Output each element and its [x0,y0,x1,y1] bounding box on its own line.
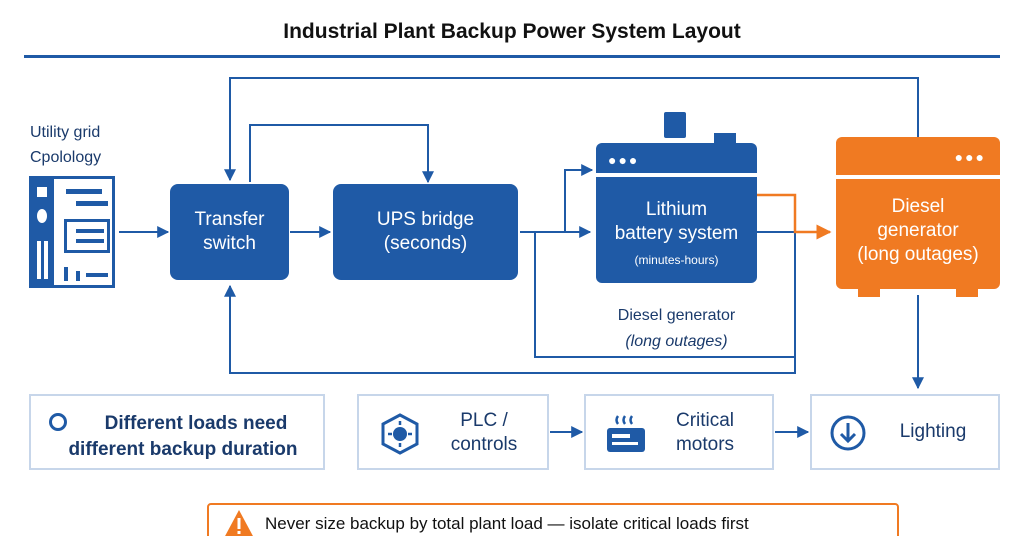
circle-bullet-icon [49,413,67,431]
generator-stripe [836,175,1000,179]
generator-lid [836,137,1000,173]
plc-line2: controls [450,434,518,455]
motors-line2: motors [675,434,735,455]
note-line1: Different loads need [104,413,288,434]
grid-label-line1: Utility grid [30,124,101,141]
wire-ups-battery-top [564,164,594,232]
motor-icon [607,415,645,452]
diesel-caption: Diesel generator (long outages) [596,303,757,355]
download-circle-icon [830,415,866,451]
battery-duration: (minutes-hours) [634,253,719,267]
warning-text: Never size backup by total plant load — … [265,514,749,533]
utility-grid-label: Utility grid Cpolology [30,120,101,170]
diesel-caption-line1: Diesel generator [617,307,736,324]
title-divider [24,55,1000,58]
battery-line2: battery system [614,223,739,244]
generator-line3: (long outages) [857,244,979,265]
battery-line1: Lithium [645,199,708,220]
indicator-dots-icon: ●●● [608,152,640,168]
transfer-switch-block: Transfer switch [170,184,289,280]
load-lighting: Lighting [810,394,1000,470]
wire-inner-loop [249,124,434,184]
ups-bridge-block: UPS bridge (seconds) [333,184,518,280]
load-critical-motors: Critical motors [584,394,774,470]
warning-banner: Never size backup by total plant load — … [207,503,899,536]
generator-line2: generator [877,220,959,241]
wire-top-loop [224,77,919,182]
ups-line2: (seconds) [383,233,468,254]
battery-terminal-icon [664,112,686,138]
lighting-line1: Lighting [899,421,967,442]
plc-chip-icon [381,413,419,455]
generator-line1: Diesel [891,196,945,217]
ups-line1: UPS bridge [376,209,475,230]
generator-foot-right [956,287,978,297]
warning-icon [225,510,253,536]
utility-grid-icon [29,176,115,288]
battery-stripe [596,173,757,177]
page-title: Industrial Plant Backup Power System Lay… [283,20,741,43]
battery-terminal-right [714,133,736,143]
grid-label-line2: Cpolology [30,149,102,166]
load-plc-controls: PLC / controls [357,394,549,470]
motors-line1: Critical [675,410,735,431]
lighting-label: Lighting [878,420,988,444]
plc-line1: PLC / [460,410,508,431]
note-line2: different backup duration [68,439,298,460]
transfer-line2: switch [203,233,256,254]
generator-title: Diesel generator (long outages) [836,195,1000,267]
indicator-dots-icon: ●●● [954,149,986,165]
transfer-line1: Transfer [194,209,265,230]
generator-foot-left [858,287,880,297]
diesel-generator-block: ●●● Diesel generator (long outages) [836,137,1000,297]
wire-lower-loop [224,284,796,374]
wire-battery-generator [757,193,832,240]
motors-label: Critical motors [652,409,758,457]
battery-title: Lithium battery system [596,198,757,246]
backup-duration-note: Different loads need different backup du… [29,394,325,470]
diesel-caption-line2: (long outages) [625,333,728,350]
lithium-battery-block: ●●● Lithium battery system (minutes-hour… [596,112,757,283]
note-text: Different loads need different backup du… [43,411,323,463]
plc-label: PLC / controls [429,409,539,457]
